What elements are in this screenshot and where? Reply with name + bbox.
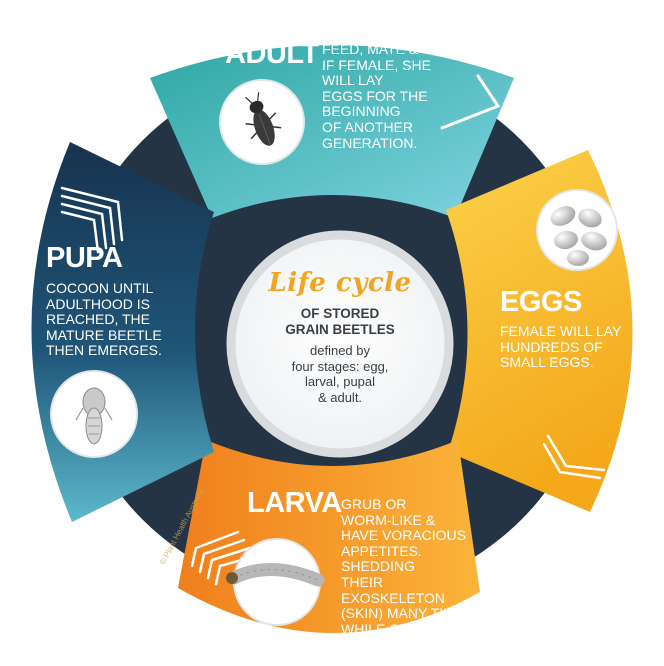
adult-desc-line: WILL LAY xyxy=(322,72,384,89)
pupa-description: COCOON UNTIL ADULTHOOD IS REACHED, THE M… xyxy=(46,280,176,359)
pupa-desc-line: COCOON UNTIL xyxy=(46,280,154,296)
adult-desc-line: GENERATION. xyxy=(322,134,418,151)
pupa-desc-line: THEN EMERGES. xyxy=(46,342,162,359)
center-text-block: Life cycle OF STORED GRAIN BEETLES defin… xyxy=(240,268,440,405)
pupa-chevron-icon xyxy=(60,186,124,254)
center-circle xyxy=(226,230,454,458)
pupa-desc-line: MATURE BEETLE xyxy=(46,326,162,343)
larva-chevron-icon xyxy=(190,530,258,586)
center-subtitle-line: OF STORED xyxy=(300,306,380,321)
adult-desc-line: FEED, MATE & xyxy=(322,41,419,57)
center-desc-line: larval, pupal xyxy=(304,374,376,389)
eggs-title: EGGS xyxy=(500,286,582,318)
adult-desc-line: OF ANOTHER xyxy=(322,118,414,135)
larva-desc-line: APPETITES. SHEDDING xyxy=(341,542,422,575)
pupa-desc-line: ADULTHOOD IS xyxy=(46,295,150,312)
center-desc-line: four stages: egg, xyxy=(291,358,389,374)
larva-icon xyxy=(226,563,325,587)
eggs-desc-line: FEMALE WILL LAY xyxy=(500,323,622,339)
larva-desc-line: GRUB OR xyxy=(341,496,407,512)
pupa-title: PUPA xyxy=(46,242,123,274)
adult-beetle-icon xyxy=(245,92,282,146)
pupa-icon xyxy=(75,387,113,445)
larva-desc-line: HAVE VORACIOUS xyxy=(341,527,466,544)
eggs-chevron-icon xyxy=(542,434,606,480)
pupa-desc-line: REACHED, THE xyxy=(46,311,150,328)
center-desc-line: & adult. xyxy=(317,389,363,405)
adult-desc-line: BEGINNING xyxy=(322,103,401,120)
eggs-description: FEMALE WILL LAY HUNDREDS OF SMALL EGGS. xyxy=(500,323,630,371)
larva-desc-line: WHILE GROWING. xyxy=(341,620,464,637)
eggs-desc-line: HUNDREDS OF xyxy=(500,338,603,355)
adult-desc-line: IF FEMALE, SHE xyxy=(322,56,431,73)
larva-desc-line: (SKIN) MANY TIMES xyxy=(341,605,474,622)
adult-description: FEED, MATE & IF FEMALE, SHE WILL LAY EGG… xyxy=(322,41,442,151)
eggs-desc-line: SMALL EGGS. xyxy=(500,354,594,371)
center-title: Life cycle xyxy=(268,268,412,298)
adult-chevron-icon xyxy=(440,74,501,130)
larva-title: LARVA xyxy=(247,487,342,519)
eggs-icon xyxy=(550,206,607,266)
adult-desc-line: EGGS FOR THE xyxy=(322,87,428,104)
center-desc-line: defined by xyxy=(310,343,370,358)
larva-desc-line: THEIR EXOSKELETON xyxy=(341,573,446,606)
adult-title: ADULT xyxy=(225,38,319,70)
larva-description: GRUB OR WORM-LIKE & HAVE VORACIOUS APPET… xyxy=(341,496,481,637)
larva-desc-line: WORM-LIKE & xyxy=(341,511,436,528)
center-subtitle-line: GRAIN BEETLES xyxy=(285,322,395,337)
